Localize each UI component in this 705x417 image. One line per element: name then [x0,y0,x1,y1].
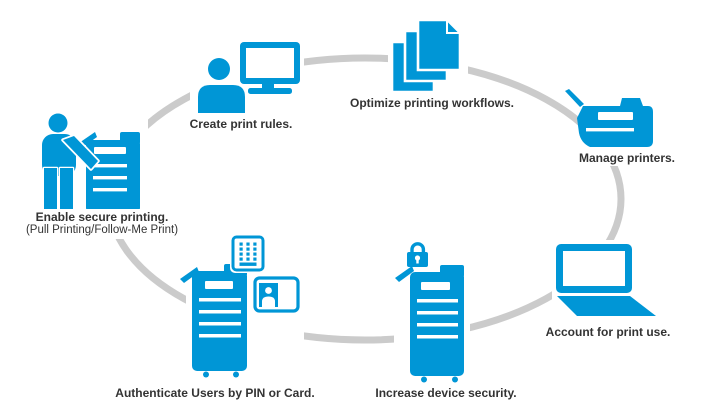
step-label: Increase device security. [375,386,517,400]
step-label: Enable secure printing. [35,210,169,224]
printer-paper-sheet [565,89,584,107]
person-arm [61,134,100,171]
step-label: Optimize printing workflows. [349,96,514,110]
card-person-head [265,287,272,294]
person-head [206,56,232,82]
person-with-printer-icon [40,112,140,219]
label-authenticate-users: Authenticate Users by PIN or Card. [113,385,317,402]
person-at-computer-icon [196,42,300,115]
printer-body [192,271,247,371]
step-sublabel: (Pull Printing/Follow-Me Print) [25,224,179,237]
step-label: Manage printers. [578,151,676,165]
printer-output-arm [395,266,414,282]
label-manage-printers: Manage printers. [555,150,699,167]
label-increase-device-security: Increase device security. [373,385,519,402]
step-label: Authenticate Users by PIN or Card. [115,386,315,400]
pin-keypad-icon [230,234,266,273]
label-enable-secure-printing: Enable secure printing. (Pull Printing/F… [7,209,197,239]
monitor-stand [262,82,274,90]
laptop-base [557,296,656,316]
step-label: Account for print use. [545,325,671,339]
label-create-print-rules: Create print rules. [169,116,313,133]
printer-output-arm [180,267,199,283]
printer-body [577,98,653,147]
document-stack-icon [390,17,463,94]
desktop-printer-icon [565,89,653,147]
laptop-icon [556,244,656,316]
person-head [47,112,69,134]
printer-with-pin-pad-and-card-icon [180,234,302,378]
person-body [196,83,247,115]
printer-with-padlock-icon [395,242,464,383]
page-front [416,17,463,72]
id-card-icon [251,274,302,315]
label-account-for-print-use: Account for print use. [536,324,680,341]
printer-output-arm [79,132,97,147]
card-person-body [262,296,275,307]
monitor-base [248,88,292,94]
step-label: Create print rules. [189,117,293,131]
label-optimize-printing-workflows: Optimize printing workflows. [345,95,519,112]
padlock-icon [407,242,428,267]
